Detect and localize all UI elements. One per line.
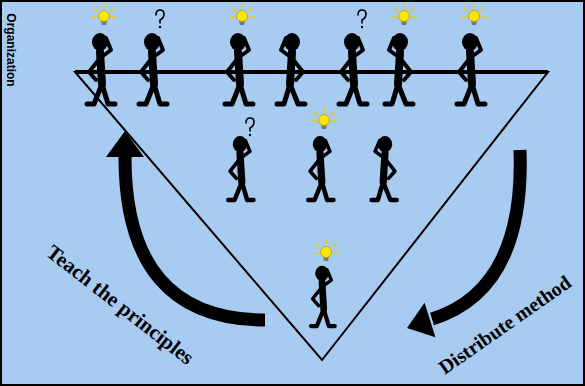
stick-figure bbox=[372, 136, 397, 200]
question-mark bbox=[156, 10, 164, 28]
light-bulb bbox=[230, 4, 254, 25]
stick-figure bbox=[311, 266, 335, 326]
question-mark bbox=[246, 118, 254, 136]
stick-figure bbox=[308, 136, 333, 200]
light-bulb bbox=[312, 108, 336, 129]
question-mark bbox=[358, 10, 366, 28]
stick-figure bbox=[228, 136, 253, 200]
arrowhead bbox=[106, 131, 144, 157]
light-bulb bbox=[462, 4, 486, 25]
stick-figure bbox=[457, 33, 485, 104]
side-label: Organization bbox=[4, 13, 18, 86]
arrowhead bbox=[407, 303, 435, 337]
right-curved-arrow bbox=[432, 150, 520, 319]
arrow-label: Distribute method bbox=[434, 271, 575, 379]
arrow-label: Teach the principles bbox=[41, 240, 198, 371]
top-line bbox=[75, 70, 548, 74]
stick-figure bbox=[277, 33, 305, 104]
light-bulb bbox=[314, 240, 338, 261]
stick-figure bbox=[87, 33, 115, 104]
light-bulb bbox=[392, 4, 416, 25]
stick-figure bbox=[339, 33, 367, 104]
stick-figure bbox=[225, 33, 253, 104]
stick-figure bbox=[139, 33, 167, 104]
light-bulb bbox=[92, 4, 116, 25]
stick-figure bbox=[385, 33, 413, 104]
